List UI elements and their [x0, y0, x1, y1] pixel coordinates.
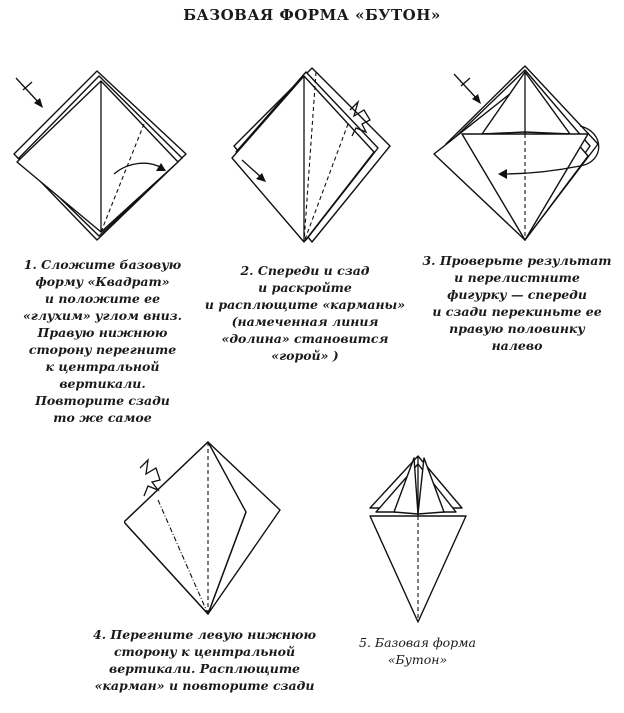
diagram-title: БАЗОВАЯ ФОРМА «БУТОН» — [183, 6, 441, 24]
caption-line: правую половинку — [449, 321, 585, 336]
caption-line: налево — [491, 338, 543, 353]
caption-line: вертикали. Расплющите — [108, 661, 301, 676]
caption-line: 4. Перегните левую нижнюю — [93, 627, 316, 642]
caption-line: к центральной — [45, 359, 160, 374]
caption-line: Повторите сзади — [35, 393, 170, 408]
step-3-caption: 3. Проверьте результат и перелистните фи… — [412, 252, 622, 354]
caption-line: 5. Базовая форма — [359, 635, 476, 650]
caption-line: «горой» ) — [271, 348, 339, 363]
caption-line: и расплющите «карманы» — [204, 297, 406, 312]
caption-line: Правую нижнюю — [37, 325, 168, 340]
step-1-caption: 1. Сложите базовую форму «Квадрат» и пол… — [0, 256, 205, 426]
caption-line: фигурку — спереди — [447, 287, 587, 302]
caption-line: сторону к центральной — [113, 644, 296, 659]
caption-line: «глухим» углом вниз. — [22, 308, 183, 323]
step-2-figure — [231, 67, 391, 243]
caption-line: 2. Спереди и сзад — [240, 263, 370, 278]
caption-line: и сзади перекиньте ее — [432, 304, 602, 319]
caption-line: и перелистните — [454, 270, 580, 285]
step-4-figure — [124, 441, 281, 615]
caption-line: «Бутон» — [387, 652, 448, 667]
step-5-caption: 5. Базовая форма «Бутон» — [345, 634, 490, 668]
caption-line: «долина» становится — [221, 331, 389, 346]
step-3-figure — [433, 65, 600, 241]
caption-line: (намеченная линия — [231, 314, 379, 329]
step-2-caption: 2. Спереди и сзад и раскройте и расплющи… — [200, 262, 410, 364]
step-5-figure — [369, 455, 467, 623]
step-4-caption: 4. Перегните левую нижнюю сторону к цент… — [82, 626, 327, 694]
caption-line: «карман» и повторите сзади — [94, 678, 315, 693]
step-1-figure — [13, 70, 187, 241]
caption-line: вертикали. — [59, 376, 146, 391]
caption-line: сторону перегните — [28, 342, 177, 357]
caption-line: форму «Квадрат» — [35, 274, 170, 289]
caption-line: то же самое — [53, 410, 152, 425]
caption-line: 1. Сложите базовую — [23, 257, 182, 272]
caption-line: и положите ее — [44, 291, 161, 306]
caption-line: 3. Проверьте результат — [422, 253, 612, 268]
caption-line: и раскройте — [258, 280, 352, 295]
